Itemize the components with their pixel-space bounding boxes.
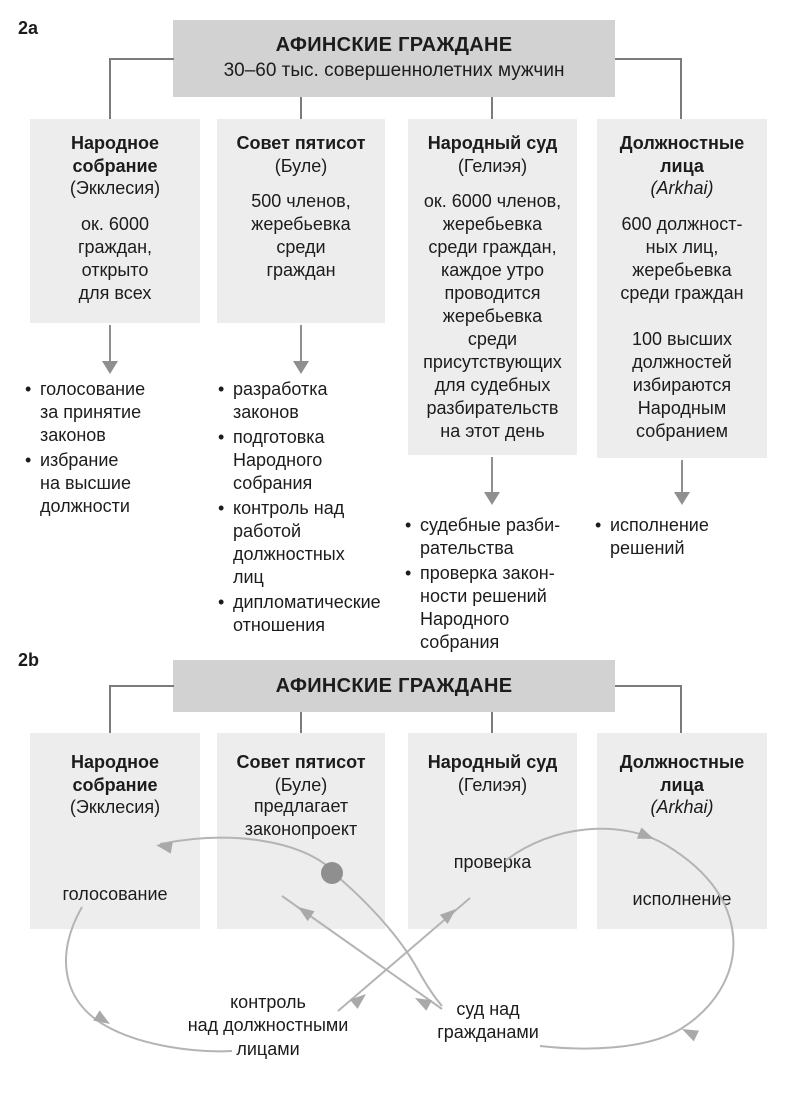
list-item: разработка законов	[218, 378, 400, 424]
box-2a-court-title: Народный суд	[427, 133, 558, 153]
box-2a-officials-title: Должностные лица	[619, 133, 745, 176]
flow-label-court-over-citizens: суд над гражданами	[437, 999, 539, 1043]
box-2b-court-title: Народный суд	[427, 752, 558, 772]
connector-2b-mid-left-vertical	[300, 712, 302, 734]
list-item: дипломатические отношения	[218, 591, 400, 637]
functions-assembly: голосование за принятие законовизбрание …	[25, 378, 200, 520]
box-2a-court: Народный суд (Гелиэя) ок. 6000 членов, ж…	[408, 119, 577, 455]
box-2b-assembly-alias: (Экклесия)	[69, 797, 161, 817]
box-2a-officials-body: 600 должност- ных лиц, жеребьевка среди …	[620, 213, 744, 441]
section-2b-label: 2b	[18, 650, 40, 670]
list-item: подготовка Народного собрания	[218, 426, 400, 495]
box-2a-council: Совет пятисот (Буле) 500 членов, жеребье…	[217, 119, 385, 323]
list-item: избрание на высшие должности	[25, 449, 200, 518]
box-2a-officials-alias: (Arkhai)	[650, 178, 714, 198]
box-2b-council-note: предлагает законопроект	[244, 796, 358, 839]
box-2a-council-body: 500 членов, жеребьевка среди граждан	[251, 191, 351, 281]
box-2a-council-alias: (Буле)	[274, 155, 328, 176]
box-2b-court: Народный суд (Гелиэя) проверка	[408, 733, 577, 929]
box-2a-court-alias: (Гелиэя)	[457, 155, 528, 176]
box-2a-officials: Должностные лица (Arkhai) 600 должност- …	[597, 119, 767, 458]
box-2b-officials-note: исполнение	[632, 889, 732, 909]
box-2b-council-title: Совет пятисот	[236, 752, 366, 772]
box-2b-officials-alias: (Arkhai)	[650, 797, 714, 817]
box-2a-assembly: Народное собрание (Экклесия) ок. 6000 гр…	[30, 119, 200, 323]
box-2a-assembly-title: Народное собрание	[70, 133, 160, 176]
box-2b-court-alias: (Гелиэя)	[457, 774, 528, 795]
connector-2a-right-vertical	[680, 58, 682, 120]
header-box-2a: АФИНСКИЕ ГРАЖДАНЕ 30–60 тыс. совершеннол…	[173, 20, 615, 97]
box-2b-officials: Должностные лица (Arkhai) исполнение	[597, 733, 767, 929]
functions-court: судебные разби- рательствапроверка закон…	[405, 514, 587, 656]
functions-council: разработка законовподготовка Народного с…	[218, 378, 400, 639]
box-2b-assembly-note: голосование	[62, 884, 168, 904]
box-2a-court-body: ок. 6000 членов, жеребьевка среди гражда…	[423, 191, 562, 442]
box-2b-council-alias: (Буле)	[274, 774, 328, 795]
header-subtitle-2a: 30–60 тыс. совершеннолетних мужчин	[223, 60, 565, 81]
connector-2b-left-vertical	[109, 685, 111, 734]
header-title-2a: АФИНСКИЕ ГРАЖДАНЕ	[275, 34, 513, 56]
box-2a-assembly-body: ок. 6000 граждан, открыто для всех	[77, 213, 153, 303]
box-2a-assembly-alias: (Экклесия)	[69, 178, 161, 198]
connector-2a-mid-left-vertical	[300, 97, 302, 120]
section-2a-label: 2a	[18, 18, 39, 38]
box-2b-council: Совет пятисот (Буле) предлагает законопр…	[217, 733, 385, 929]
connector-2a-left-vertical	[109, 58, 111, 120]
box-2b-court-note: проверка	[453, 852, 532, 872]
list-item: судебные разби- рательства	[405, 514, 587, 560]
box-2b-assembly: Народное собрание (Экклесия) голосование	[30, 733, 200, 929]
connector-2b-left-horizontal	[110, 685, 174, 687]
arrowhead-officials-loop	[682, 1029, 700, 1042]
functions-officials: исполнение решений	[595, 514, 777, 562]
list-item: исполнение решений	[595, 514, 777, 560]
connector-2a-right-horizontal	[615, 58, 682, 60]
connector-2b-right-horizontal	[615, 685, 682, 687]
arrowhead-assembly-loop	[93, 1010, 110, 1024]
box-2b-officials-title: Должностные лица	[619, 752, 745, 795]
list-item: голосование за принятие законов	[25, 378, 200, 447]
box-2a-council-title: Совет пятисот	[236, 133, 366, 153]
flow-label-control-over-officials: контроль над должностными лицами	[187, 992, 349, 1059]
connector-2a-mid-right-vertical	[491, 97, 493, 120]
header-title-2b: АФИНСКИЕ ГРАЖДАНЕ	[275, 675, 513, 697]
box-2b-assembly-title: Народное собрание	[70, 752, 160, 795]
header-box-2b: АФИНСКИЕ ГРАЖДАНЕ	[173, 660, 615, 712]
list-item: проверка закон- ности решений Народного …	[405, 562, 587, 654]
connector-2b-right-vertical	[680, 685, 682, 734]
connector-2b-mid-right-vertical	[491, 712, 493, 734]
connector-2a-left-horizontal	[110, 58, 174, 60]
list-item: контроль над работой должностных лиц	[218, 497, 400, 589]
